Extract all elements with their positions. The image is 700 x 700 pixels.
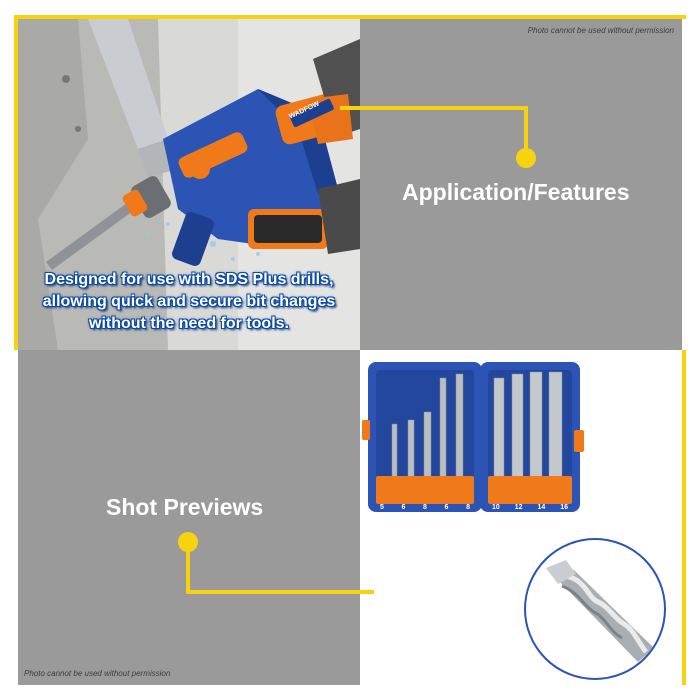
bit-size-label: 14 (537, 504, 546, 511)
connector-line-bottom-vertical (186, 540, 190, 593)
frame-right-border (682, 350, 686, 685)
bit-size-labels-right: 10 12 14 16 (492, 504, 568, 511)
application-photo: WADFOW Designed for use with SDS Plus dr… (18, 19, 360, 350)
caption-line-2: allowing quick and secure bit changes (42, 293, 336, 310)
bit-size-label: 6 (444, 504, 449, 511)
application-caption: Designed for use with SDS Plus drills, a… (18, 269, 360, 335)
application-features-title: Application/Features (402, 179, 630, 205)
bit-size-label: 16 (560, 504, 568, 511)
bit-size-label: 10 (492, 504, 500, 511)
bit-set-case-illustration (362, 362, 584, 512)
bit-size-labels-left: 5 6 8 6 8 (380, 504, 470, 511)
frame-top-border (14, 15, 686, 19)
caption-line-3: without the need for tools. (89, 315, 289, 332)
caption-line-1: Designed for use with SDS Plus drills, (44, 271, 334, 288)
shot-previews-title: Shot Previews (106, 494, 264, 520)
permission-notice-top: Photo cannot be used without permission (527, 26, 674, 35)
bit-size-label: 6 (401, 504, 406, 511)
connector-line-top-horizontal (340, 106, 528, 110)
permission-notice-bottom: Photo cannot be used without permission (24, 669, 171, 678)
application-features-panel: Photo cannot be used without permission … (360, 19, 682, 350)
drill-in-use-illustration (18, 19, 360, 350)
connector-line-bottom-horizontal (186, 590, 374, 594)
frame-left-border (14, 15, 18, 350)
bit-size-label: 8 (423, 504, 427, 511)
connector-line-top-vertical (524, 106, 528, 156)
bit-size-label: 12 (514, 504, 523, 511)
bit-set-product-panel: 5 6 8 6 8 10 12 14 16 (360, 350, 682, 685)
bit-tip-zoom-circle (524, 538, 666, 680)
bit-size-label: 8 (466, 504, 470, 511)
shot-previews-panel: Shot Previews Photo cannot be used witho… (18, 350, 360, 685)
bit-size-label: 5 (380, 504, 384, 511)
connector-dot-top (516, 148, 536, 168)
drill-bit-tip-closeup (546, 560, 654, 662)
